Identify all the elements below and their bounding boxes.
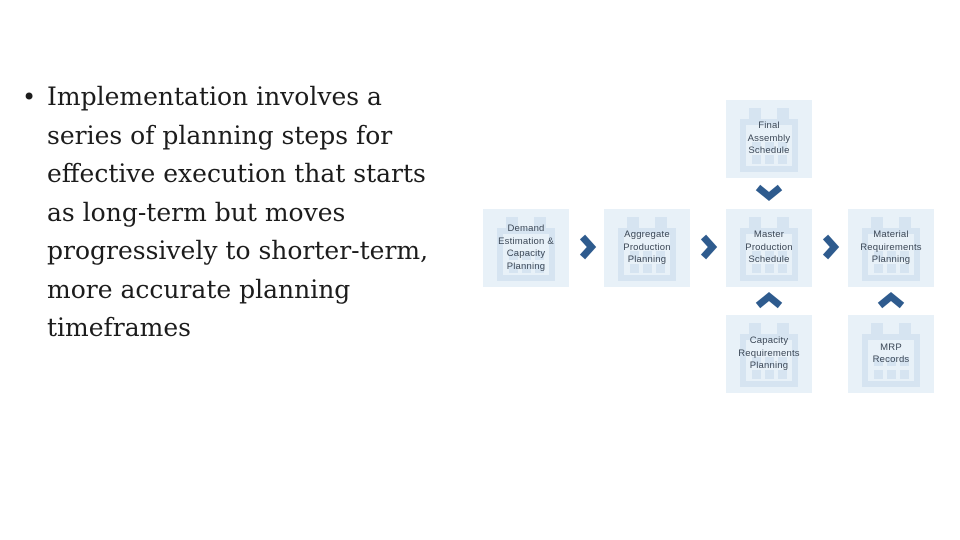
- chevron-right-icon: [700, 234, 718, 260]
- chevron-up-icon: [755, 291, 783, 309]
- flow-box-label: Aggregate Production Planning: [623, 229, 671, 266]
- calendar-icon: [862, 217, 920, 281]
- flow-box-label: Capacity Requirements Planning: [738, 335, 800, 372]
- flow-box-final-assembly-schedule: Final Assembly Schedule: [726, 100, 812, 178]
- flow-box-label: Demand Estimation & Capacity Planning: [498, 223, 554, 272]
- flow-box-demand-estimation-capacity-planning: Demand Estimation & Capacity Planning: [483, 209, 569, 287]
- flow-box-label: MRP Records: [872, 341, 910, 366]
- bullet-text: Implementation involves a series of plan…: [47, 82, 429, 342]
- chevron-right-icon: [579, 234, 597, 260]
- flow-box-label: Material Requirements Planning: [860, 229, 922, 266]
- flow-box-capacity-requirements-planning: Capacity Requirements Planning: [726, 315, 812, 393]
- flow-box-master-production-schedule: Master Production Schedule: [726, 209, 812, 287]
- calendar-icon: [618, 217, 676, 281]
- calendar-icon: [740, 108, 798, 172]
- chevron-down-icon: [755, 184, 783, 202]
- flow-box-material-requirements-planning: Material Requirements Planning: [848, 209, 934, 287]
- chevron-right-icon: [822, 234, 840, 260]
- calendar-icon: [740, 323, 798, 387]
- flow-box-label: Final Assembly Schedule: [747, 120, 791, 157]
- flow-box-mrp-records: MRP Records: [848, 315, 934, 393]
- bullet-marker: •: [22, 83, 37, 111]
- chevron-up-icon: [877, 291, 905, 309]
- calendar-icon: [862, 323, 920, 387]
- flow-box-label: Master Production Schedule: [745, 229, 793, 266]
- calendar-icon: [497, 217, 555, 281]
- flow-box-aggregate-production-planning: Aggregate Production Planning: [604, 209, 690, 287]
- bullet-item: • Implementation involves a series of pl…: [22, 78, 482, 348]
- calendar-icon: [740, 217, 798, 281]
